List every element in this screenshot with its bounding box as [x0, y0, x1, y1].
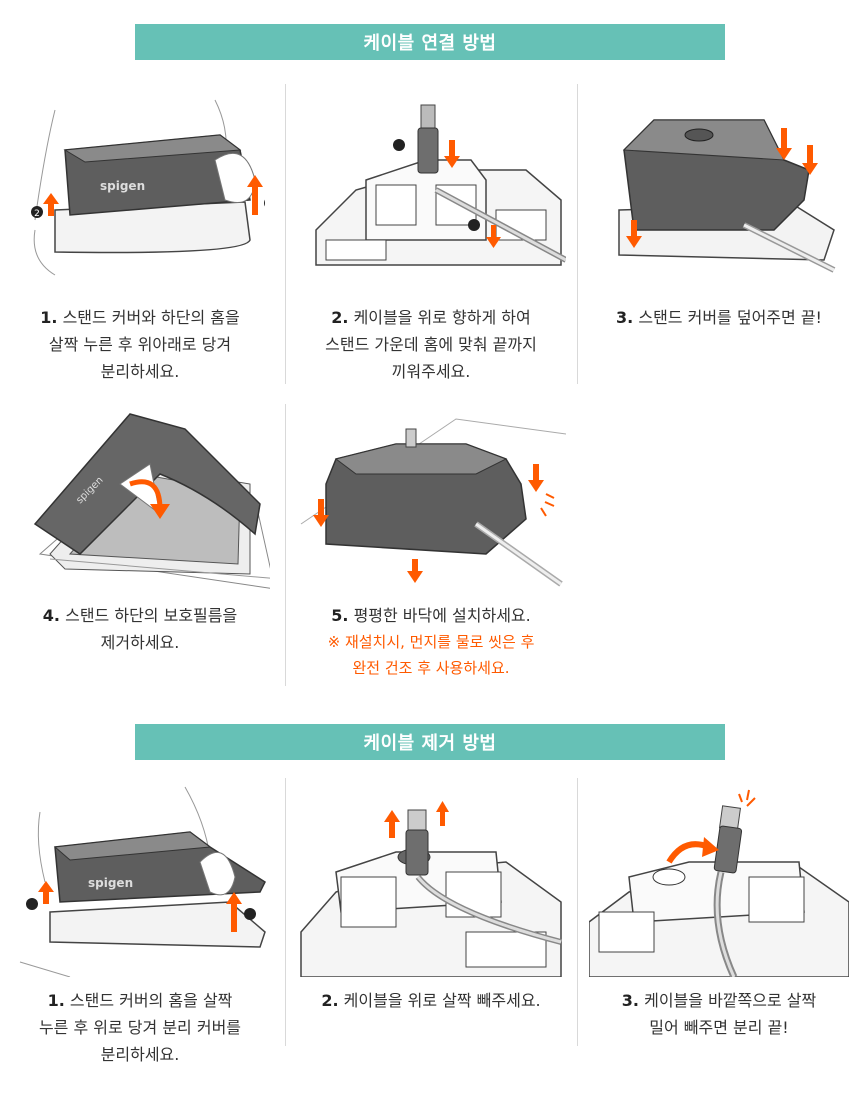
- caption-line: 평평한 바닥에 설치하세요.: [353, 606, 531, 625]
- step-number: 3.: [616, 308, 634, 327]
- remove-section-banner: 케이블 제거 방법: [135, 724, 725, 760]
- step-number: 1.: [47, 991, 65, 1010]
- illustration-place-stand: [300, 418, 566, 587]
- caption-line: 케이블을 바깥쪽으로 살짝: [644, 991, 817, 1010]
- warning-note: ※ 재설치시, 먼지를 물로 씻은 후: [327, 633, 535, 651]
- remove-step-2: 2. 케이블을 위로 살짝 빼주세요.: [296, 782, 566, 1014]
- connect-step-2: 2. 케이블을 위로 향하게 하여 스탠드 가운데 홈에 맞춰 끝까지 끼워주세…: [296, 90, 566, 385]
- caption-line: 스탠드 커버를 덮어주면 끝!: [638, 308, 822, 327]
- divider: [577, 84, 578, 384]
- caption-line: 누른 후 위로 당겨 분리 커버를: [38, 1018, 242, 1037]
- illustration-peel-film: spigen: [33, 413, 270, 589]
- step-number: 2.: [321, 991, 339, 1010]
- caption-line: 분리하세요.: [100, 362, 180, 381]
- caption-line: 스탠드 커버와 하단의 홈을: [62, 308, 240, 327]
- remove-section-title: 케이블 제거 방법: [363, 733, 497, 754]
- caption-line: 케이블을 위로 살짝 빼주세요.: [343, 991, 541, 1010]
- connect-section-title: 케이블 연결 방법: [363, 33, 497, 54]
- step-number: 4.: [42, 606, 61, 625]
- step-number: 3.: [621, 991, 640, 1010]
- connect-step-4: spigen 4. 스탠드 하단의 보호필름을 제거하세요.: [5, 404, 275, 656]
- connect-step-3: 3. 스탠드 커버를 덮어주면 끝!: [584, 90, 854, 331]
- step-number: 5.: [331, 606, 349, 625]
- connect-section-banner: 케이블 연결 방법: [135, 24, 725, 60]
- illustration-push-cable-out: [589, 789, 849, 977]
- illustration-lift-cover: spigen: [19, 786, 266, 977]
- divider: [285, 84, 286, 384]
- caption-line: 살짝 누른 후 위아래로 당겨: [48, 335, 232, 354]
- marker-2: 2: [34, 209, 40, 219]
- connect-step-5: 5. 평평한 바닥에 설치하세요. ※ 재설치시, 먼지를 물로 씻은 후 완전…: [296, 404, 566, 681]
- remove-step-1: spigen 1. 스탠드 커버의 홈을 살짝 누른 후 위로 당겨 분리 커버…: [5, 782, 275, 1068]
- illustration-open-cover: spigen 2: [31, 99, 265, 276]
- brand-logo: spigen: [100, 179, 145, 193]
- caption-line: 케이블을 위로 향하게 하여: [353, 308, 531, 327]
- brand-logo: spigen: [88, 876, 133, 890]
- illustration-pull-cable-up: [300, 801, 562, 977]
- divider: [577, 778, 578, 1046]
- divider: [285, 778, 286, 1046]
- caption-line: 스탠드 하단의 보호필름을: [65, 606, 238, 625]
- connect-step-1: spigen 2 1. 스탠드 커버와 하단의 홈을 살짝 누른 후 위아래로 …: [5, 90, 275, 385]
- caption-line: 끼워주세요.: [391, 362, 471, 381]
- remove-step-3: 3. 케이블을 바깥쪽으로 살짝 밀어 빼주면 분리 끝!: [584, 782, 854, 1041]
- caption-line: 밀어 빼주면 분리 끝!: [649, 1018, 789, 1037]
- caption-line: 분리하세요.: [100, 1045, 180, 1064]
- warning-note: 완전 건조 후 사용하세요.: [352, 659, 510, 677]
- divider: [285, 404, 286, 686]
- illustration-close-cover: [618, 119, 836, 273]
- step-number: 2.: [331, 308, 349, 327]
- step-number: 1.: [40, 308, 58, 327]
- caption-line: 스탠드 가운데 홈에 맞춰 끝까지: [325, 335, 537, 354]
- illustration-insert-cable: [315, 104, 566, 266]
- caption-line: 제거하세요.: [100, 633, 180, 652]
- caption-line: 스탠드 커버의 홈을 살짝: [69, 991, 233, 1010]
